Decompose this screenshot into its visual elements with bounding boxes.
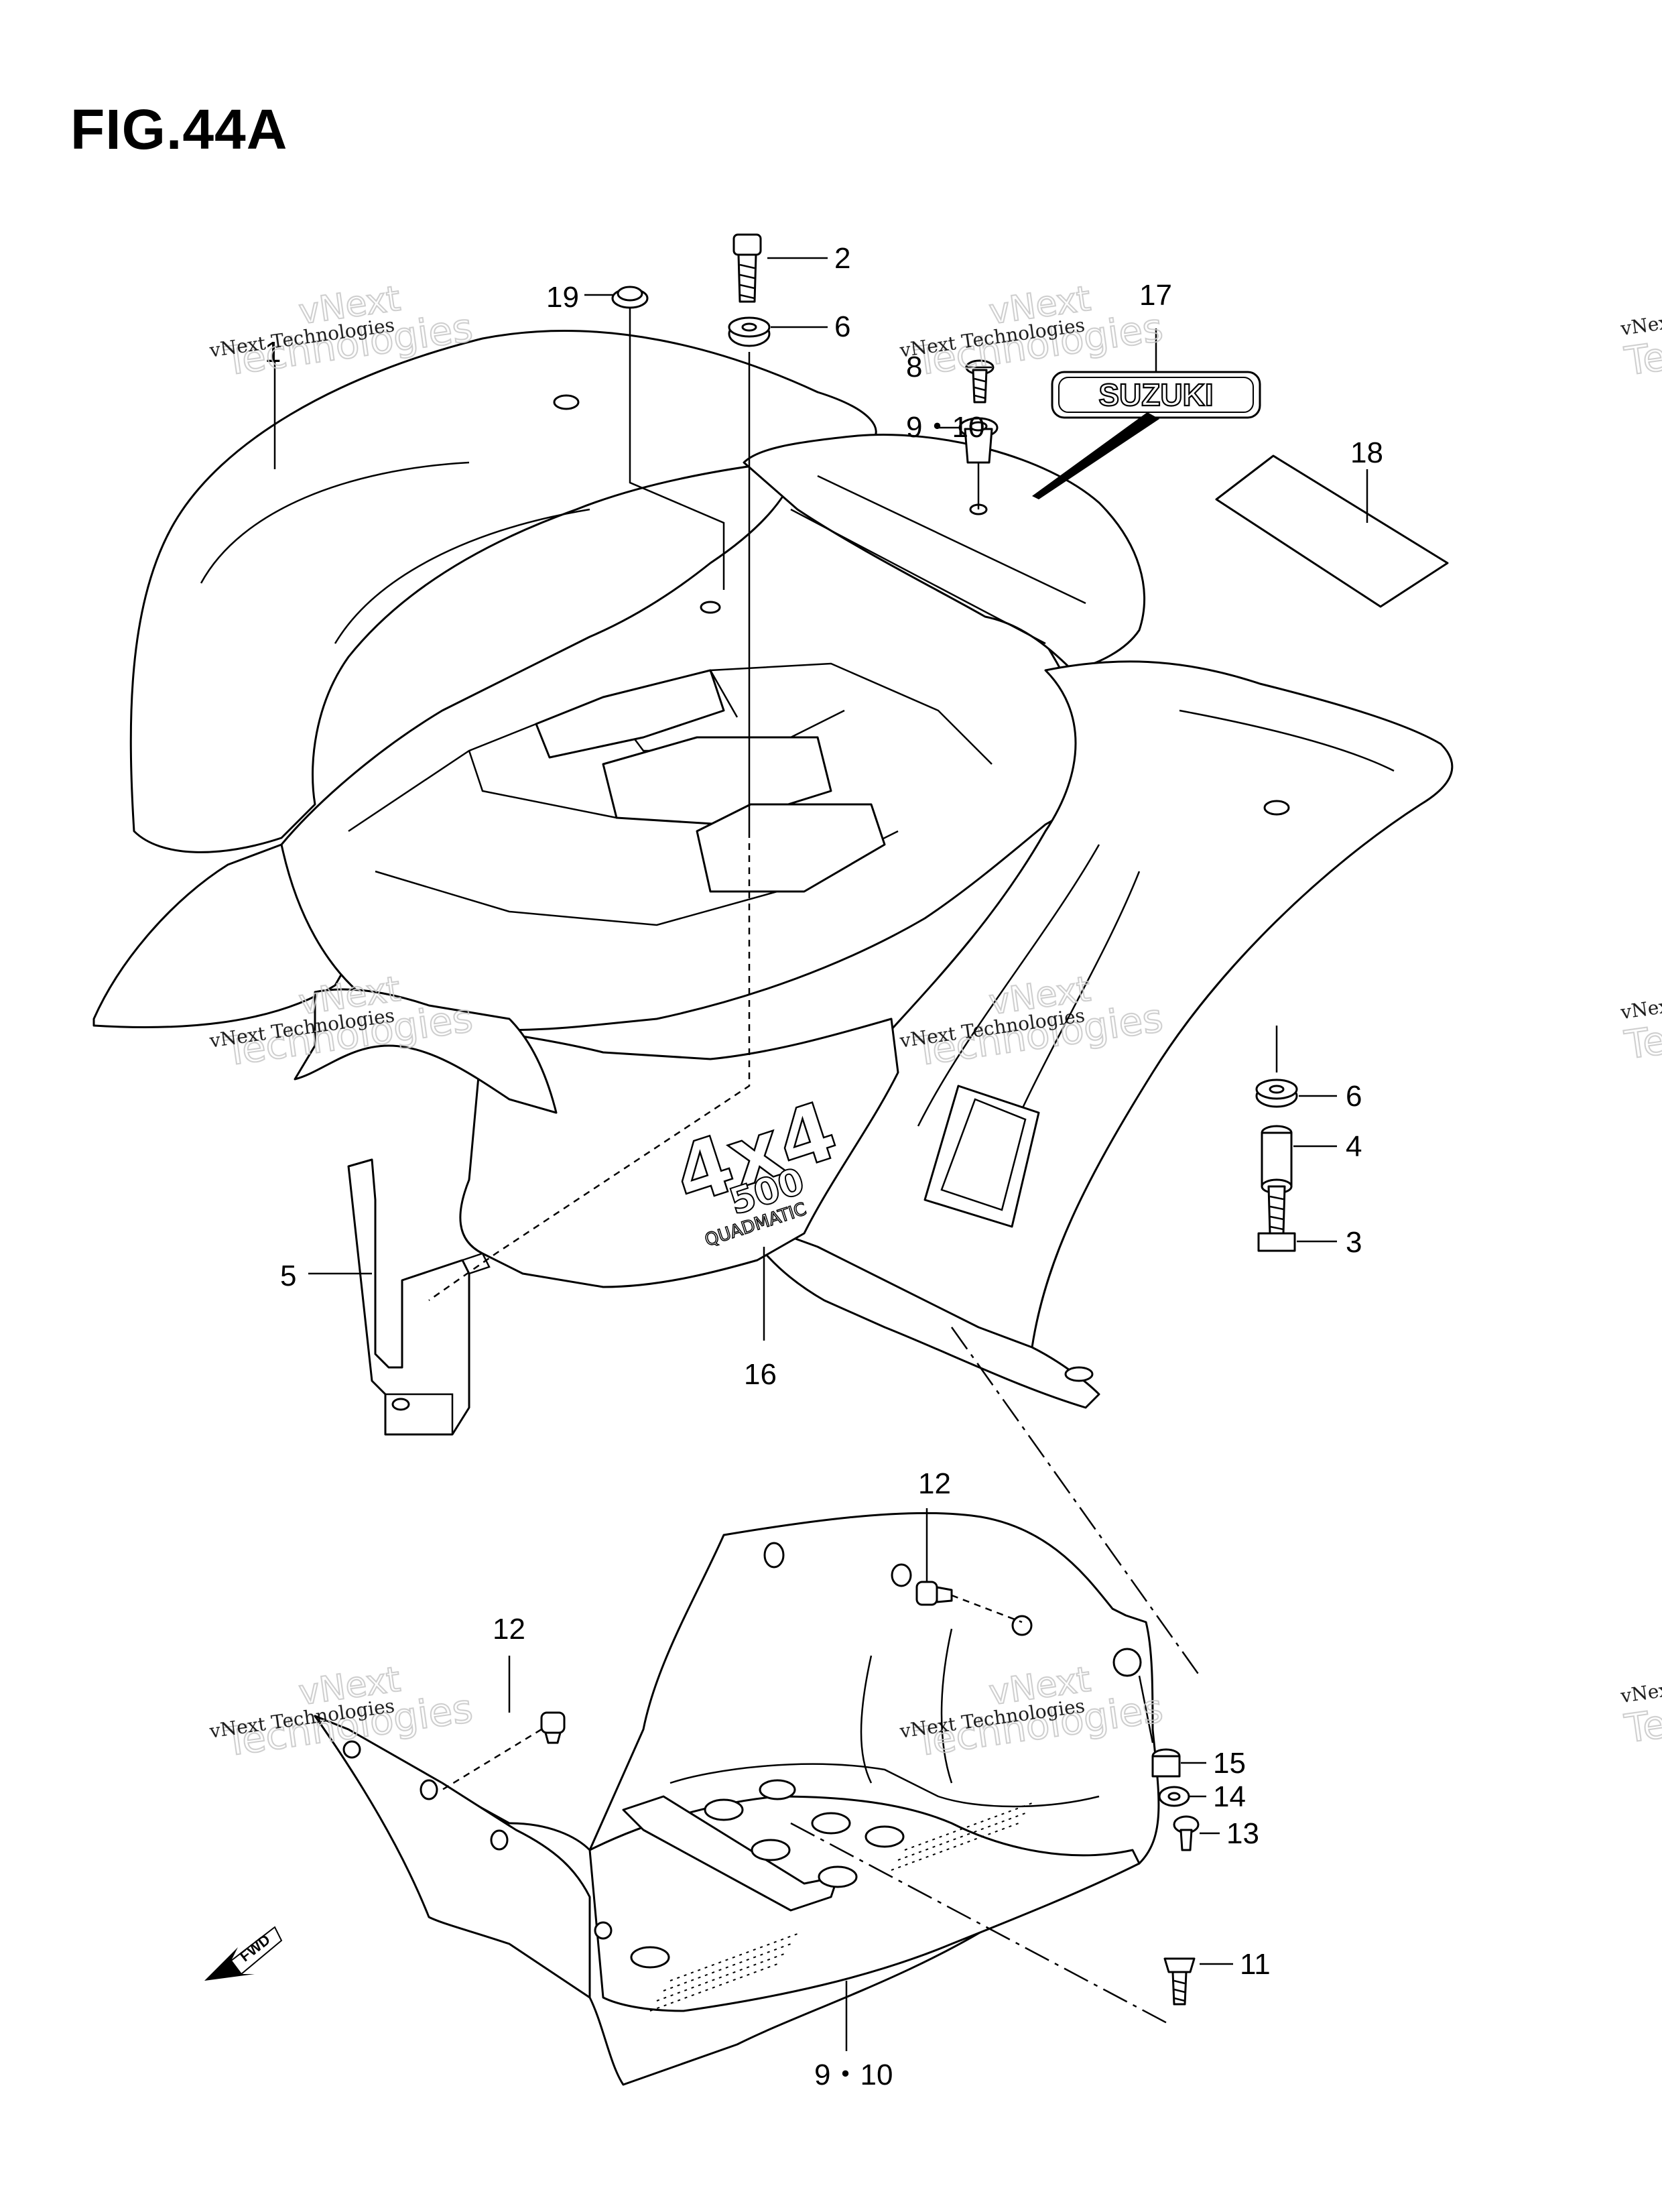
leader-lines — [273, 257, 1368, 2051]
mount-hole — [1011, 1615, 1033, 1636]
fender-hole — [700, 601, 721, 614]
floor-hole — [704, 1798, 744, 1821]
callout-8: 9・10 — [906, 411, 984, 444]
bracket-5[interactable] — [347, 1158, 491, 1436]
collar-15[interactable] — [1151, 1748, 1181, 1778]
fwd-arrow: FWD — [204, 1926, 283, 1981]
floor-hole — [751, 1839, 791, 1861]
callout-16: 16 — [744, 1358, 777, 1391]
step-perforation — [649, 1802, 1033, 2012]
fender-hole — [553, 394, 580, 410]
floor-hole — [630, 1946, 670, 1969]
mud-guard-ribs — [669, 1628, 1100, 1808]
callout-15: 15 — [1213, 1747, 1246, 1780]
figure-title: FIG.44A — [70, 98, 288, 161]
floor-hole — [865, 1825, 905, 1848]
callout-6-lower: 6 — [1346, 1080, 1362, 1113]
label-sticker-18[interactable] — [1215, 454, 1449, 608]
fender-right-top-ribs — [790, 475, 1086, 645]
mud-flap-left — [294, 988, 558, 1114]
plug-19[interactable] — [611, 286, 649, 309]
callout-5: 5 — [280, 1259, 296, 1292]
collar-4[interactable] — [1261, 1125, 1293, 1194]
deck-box-left — [535, 669, 725, 759]
bolt-12-lower[interactable] — [540, 1711, 566, 1744]
callout-11: 11 — [1240, 1948, 1271, 1981]
fender-left-shell — [129, 330, 877, 853]
callout-12-upper: 12 — [918, 1467, 951, 1500]
screw-13[interactable] — [1173, 1815, 1200, 1851]
callout-labels: 2 6 19 17 8 9・10 18 1 6 4 3 5 16 12 12 1… — [265, 242, 1383, 2091]
suzuki-decal[interactable]: SUZUKI — [1051, 371, 1261, 419]
grommet-6-upper[interactable] — [728, 316, 771, 347]
callout-17: 17 — [1139, 279, 1172, 312]
plate-recess — [923, 1085, 1040, 1228]
fender-left-arch — [200, 461, 590, 644]
mud-guard-left-flap — [314, 1715, 591, 1999]
grommet-6-lower[interactable] — [1255, 1079, 1298, 1108]
callout-18: 18 — [1350, 436, 1383, 469]
callout-19: 19 — [546, 281, 579, 314]
suzuki-text: SUZUKI — [1098, 377, 1213, 412]
callout-14: 14 — [1213, 1780, 1246, 1813]
floor-hole — [594, 1921, 613, 1940]
floor-hole — [811, 1812, 851, 1835]
mount-hole — [420, 1779, 438, 1800]
mount-hole — [891, 1563, 912, 1587]
mount-hole — [490, 1829, 509, 1851]
fender-right-skirt — [743, 1219, 1100, 1409]
floor-hole — [759, 1779, 796, 1800]
decal-pointer — [1032, 412, 1159, 499]
callout-9-10: 9・10 — [814, 2059, 893, 2091]
callout-1: 1 — [265, 336, 281, 369]
plate-recess-inner — [940, 1098, 1027, 1211]
mount-hole — [342, 1740, 361, 1759]
mount-hole — [763, 1542, 785, 1569]
callout-13: 13 — [1226, 1817, 1259, 1850]
callout-12-lower: 12 — [493, 1613, 525, 1646]
deck-box-right — [696, 803, 886, 893]
bolt-3[interactable] — [1257, 1185, 1296, 1252]
fender-hole — [1263, 800, 1290, 816]
floor-hole — [818, 1865, 858, 1888]
deck-box-center — [602, 736, 832, 826]
callout-4: 4 — [1346, 1130, 1362, 1163]
mud-guard[interactable] — [314, 1512, 1160, 2086]
callout-6-upper: 6 — [834, 310, 850, 343]
callout-7: 8 — [906, 351, 922, 383]
bolt-2[interactable] — [732, 233, 762, 303]
mount-hole — [1112, 1648, 1142, 1677]
screw-7[interactable] — [965, 359, 995, 404]
rear-fender[interactable] — [92, 330, 1454, 1409]
callout-3: 3 — [1346, 1226, 1362, 1259]
rear-center-panel — [459, 1018, 899, 1288]
callout-2: 2 — [834, 242, 850, 275]
bolt-11[interactable] — [1163, 1957, 1196, 2006]
fender-hole — [1064, 1366, 1094, 1382]
washer-14[interactable] — [1158, 1786, 1190, 1807]
